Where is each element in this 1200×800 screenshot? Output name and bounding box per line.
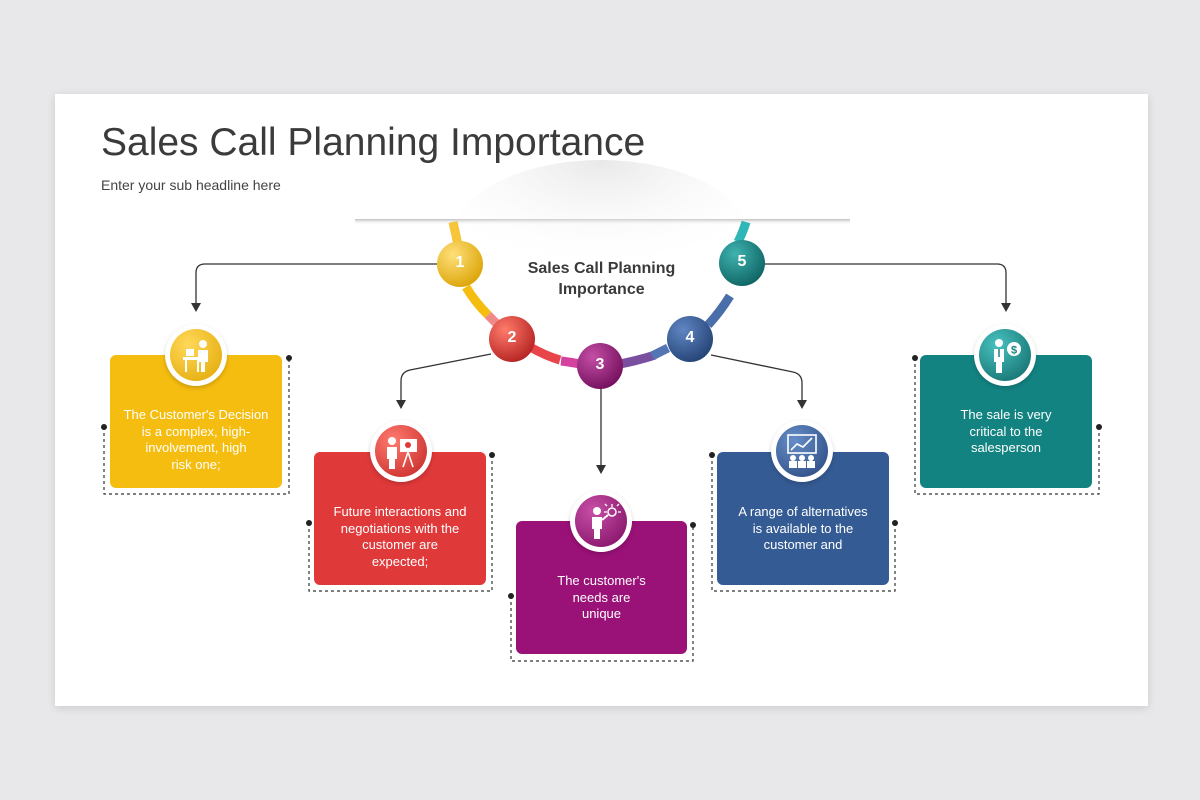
step-card-5-text: The sale is very critical to the salespe… bbox=[928, 407, 1084, 457]
step-4-text-line: A range of alternatives bbox=[738, 504, 868, 519]
arc-segment-1-2 bbox=[462, 284, 492, 319]
connector-5 bbox=[764, 263, 1007, 305]
step-ball-4 bbox=[667, 316, 713, 362]
step-3-text-line: The customer's bbox=[557, 573, 646, 588]
step-2-text-line: expected; bbox=[371, 553, 429, 569]
center-label-line1: Sales Call Planning bbox=[527, 260, 676, 277]
step-5-icon-badge: $ bbox=[974, 324, 1036, 386]
person-idea-icon bbox=[592, 503, 621, 539]
step-ball-2 bbox=[489, 316, 535, 362]
connector-1 bbox=[195, 263, 438, 305]
step-2-text-line: Future interactions and bbox=[333, 504, 467, 519]
center-label: Sales Call Planning Importance bbox=[505, 258, 698, 300]
bowl-shade bbox=[451, 160, 751, 320]
step-ball-5 bbox=[719, 240, 765, 286]
businessman-dollar-icon: $ bbox=[994, 339, 1021, 373]
step-5-text-line: The sale is very bbox=[960, 407, 1052, 422]
step-4-text-line: customer and bbox=[763, 537, 843, 552]
step-1-icon-badge bbox=[165, 324, 227, 386]
step-1-text-line: risk one; bbox=[171, 456, 221, 472]
frame-5 bbox=[914, 358, 1100, 495]
center-label-line2: Importance bbox=[558, 281, 645, 298]
step-4-icon-badge bbox=[771, 420, 833, 482]
step-ball-1 bbox=[437, 241, 483, 287]
step-number-3: 3 bbox=[595, 356, 605, 373]
frame-4 bbox=[711, 455, 896, 592]
step-2-text-line: customer are bbox=[362, 537, 438, 552]
step-card-3-text: The customer's needs are unique bbox=[524, 573, 679, 623]
step-5-text-line: critical to the bbox=[969, 423, 1043, 439]
arc-segment-2-3a bbox=[527, 343, 562, 365]
connector-2 bbox=[400, 353, 492, 402]
step-card-1-text: The Customer's Decision is a complex, hi… bbox=[118, 407, 274, 473]
step-card-2-text: Future interactions and negotiations wit… bbox=[322, 504, 478, 570]
step-number-5: 5 bbox=[737, 253, 747, 270]
audience-chart-icon bbox=[787, 434, 817, 468]
frame-2 bbox=[308, 455, 493, 592]
step-1-text-line: is a complex, high- bbox=[141, 423, 251, 439]
arc-segment-4-5 bbox=[704, 293, 734, 329]
step-3-text-line: unique bbox=[581, 606, 622, 621]
step-3-icon-badge bbox=[570, 490, 632, 552]
step-number-4: 4 bbox=[685, 329, 695, 346]
step-2-text-line: negotiations with the bbox=[340, 520, 460, 536]
step-card-2: Future interactions and negotiations wit… bbox=[314, 452, 486, 585]
step-1-text-line: The Customer's Decision bbox=[123, 407, 269, 422]
slide-title: Sales Call Planning Importance bbox=[101, 121, 646, 164]
arc-segment-3-4a bbox=[619, 350, 657, 369]
businessman-desk-icon bbox=[183, 340, 208, 372]
step-1-text-line: involvement, high bbox=[145, 440, 247, 455]
arc-segment-top-1 bbox=[448, 221, 463, 246]
step-3-text-line: needs are bbox=[572, 589, 631, 605]
step-5-text-line: salesperson bbox=[970, 440, 1042, 455]
connector-4 bbox=[710, 354, 803, 402]
step-number-1: 1 bbox=[455, 254, 465, 271]
step-ball-3 bbox=[577, 343, 623, 389]
step-2-icon-badge bbox=[370, 420, 432, 482]
frame-1 bbox=[103, 358, 290, 495]
step-number-2: 2 bbox=[507, 329, 517, 346]
svg-text:$: $ bbox=[1011, 345, 1017, 357]
step-4-text-line: is available to the bbox=[752, 520, 854, 536]
step-card-4-text: A range of alternatives is available to … bbox=[725, 504, 881, 554]
presenter-board-icon bbox=[387, 437, 417, 469]
slide-subtitle: Enter your sub headline here bbox=[101, 177, 281, 193]
frame-3 bbox=[510, 525, 694, 662]
